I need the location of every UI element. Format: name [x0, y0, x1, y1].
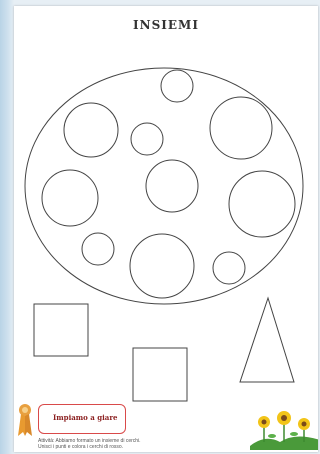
caption-line: Unisci i punti e colora i cerchi di ross… — [38, 444, 248, 450]
activity-caption: Attività: Abbiamo formato un insieme di … — [38, 438, 248, 450]
square-shape — [133, 348, 187, 401]
set-ellipse — [25, 68, 303, 304]
set-circle — [131, 123, 163, 155]
sunflowers-illustration — [250, 406, 318, 450]
set-circle — [229, 171, 295, 237]
worksheet-page: INSIEMI Impiamo a giare Attività: Abbia — [14, 6, 318, 452]
set-circle — [64, 103, 118, 157]
set-circle — [130, 234, 194, 298]
activity-badge: Impiamo a giare — [38, 404, 126, 434]
set-circle — [82, 233, 114, 265]
set-circle — [146, 160, 198, 212]
triangle-shape — [240, 298, 294, 382]
set-circle — [161, 70, 193, 102]
set-circle — [213, 252, 245, 284]
set-circle — [42, 170, 98, 226]
badge-label: Impiamo a giare — [53, 413, 118, 422]
ribbon-icon — [16, 402, 34, 438]
set-circle — [210, 97, 272, 159]
shapes-drawing — [14, 6, 318, 406]
square-shape — [34, 304, 88, 356]
